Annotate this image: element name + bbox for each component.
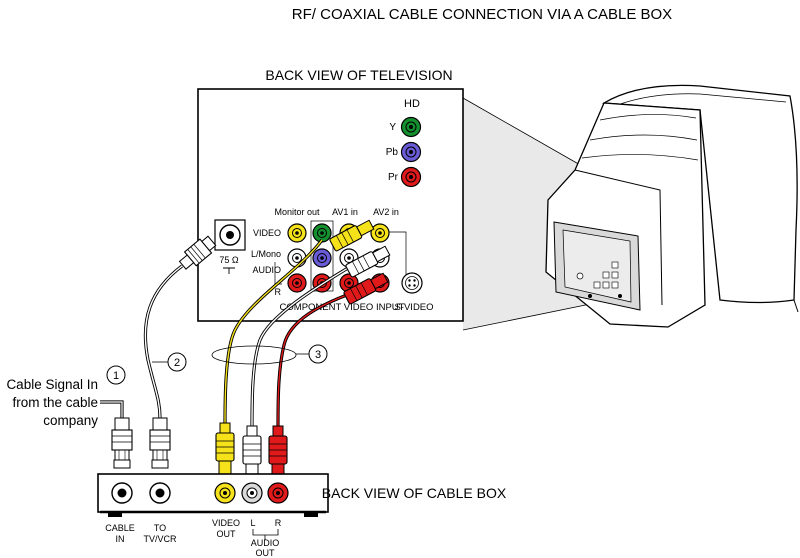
box-audio-out-l-jack — [241, 482, 263, 504]
svg-text:2: 2 — [174, 357, 180, 369]
y-label: Y — [389, 122, 396, 133]
l-mono-row-label: L/Mono — [251, 249, 281, 259]
r-row-label: R — [275, 287, 282, 297]
cable-in-label-2: IN — [116, 534, 125, 544]
audio-right-cable — [277, 292, 353, 429]
hd-pb-jack — [400, 141, 422, 163]
monitor-out-audio-r-jack — [287, 273, 307, 293]
cable-signal-line-3: company — [43, 413, 98, 428]
audio-left-cable — [251, 267, 349, 429]
audio-row-label: AUDIO — [252, 265, 281, 275]
cable-in-jack — [111, 482, 133, 504]
callout-1: 1 — [106, 365, 126, 385]
coax-plug-tv — [178, 235, 217, 270]
audio-l-label: L — [250, 518, 255, 528]
monitor-out-video-jack — [287, 223, 307, 243]
television-illustration — [462, 84, 799, 331]
video-row-label: VIDEO — [253, 228, 281, 238]
diagram-title: RF/ COAXIAL CABLE CONNECTION VIA A CABLE… — [292, 6, 672, 23]
rca-plug-tv-audio-l — [345, 245, 391, 278]
svg-text:3: 3 — [315, 349, 321, 361]
video-out-label-1: VIDEO — [212, 518, 240, 528]
s-video-jack — [401, 272, 423, 294]
monitor-out-label: Monitor out — [274, 207, 320, 217]
pr-label: Pr — [388, 172, 399, 183]
pb-label: Pb — [386, 147, 399, 158]
component-pb-jack — [312, 248, 332, 268]
incoming-cable — [100, 400, 124, 418]
video-out-label-2: OUT — [217, 529, 237, 539]
hd-y-jack — [400, 116, 422, 138]
svg-text:1: 1 — [113, 370, 119, 382]
coax-plug-to-tv — [149, 417, 171, 469]
av1-in-label: AV1 in — [332, 207, 358, 217]
audio-out-label-1: AUDIO — [251, 538, 280, 548]
rca-plug-tv-video — [329, 219, 375, 252]
component-video-input-label: COMPONENT VIDEO INPUT — [280, 302, 405, 313]
rca-plug-box-audio-l — [242, 425, 262, 479]
to-tv-vcr-jack — [149, 482, 171, 504]
ohm-label: 75 Ω — [219, 255, 239, 265]
cable-signal-line-1: Cable Signal In — [6, 377, 98, 392]
cable-in-label-1: CABLE — [105, 523, 135, 533]
rca-bundle-ellipse — [211, 345, 297, 365]
rca-plug-box-video — [215, 422, 235, 476]
tv-panel-heading: BACK VIEW OF TELEVISION — [265, 67, 452, 83]
hd-label: HD — [404, 98, 420, 110]
rf-antenna-jack — [219, 224, 241, 246]
box-video-out-jack — [214, 482, 236, 504]
av2-in-label: AV2 in — [373, 207, 399, 217]
cable-signal-line-2: from the cable — [12, 395, 98, 410]
rca-plug-box-audio-r — [268, 425, 288, 479]
to-tv-label-2: TV/VCR — [143, 534, 177, 544]
audio-out-label-2: OUT — [256, 548, 276, 558]
av2-video-jack — [370, 223, 390, 243]
coax-plug-cable-in — [111, 417, 133, 469]
cable-box-heading: BACK VIEW OF CABLE BOX — [322, 485, 507, 501]
audio-r-label: R — [275, 518, 282, 528]
component-y-jack — [312, 223, 332, 243]
hd-pr-jack — [400, 166, 422, 188]
box-audio-out-r-jack — [267, 482, 289, 504]
rca-plug-tv-audio-r — [343, 272, 389, 305]
video-cable — [224, 239, 323, 426]
cable-box — [97, 473, 329, 517]
callout-2: 2 — [167, 352, 187, 372]
coaxial-cable — [143, 264, 183, 419]
callout-3: 3 — [308, 344, 328, 364]
to-tv-label-1: TO — [154, 523, 166, 533]
s-video-label: S-VIDEO — [394, 302, 433, 313]
